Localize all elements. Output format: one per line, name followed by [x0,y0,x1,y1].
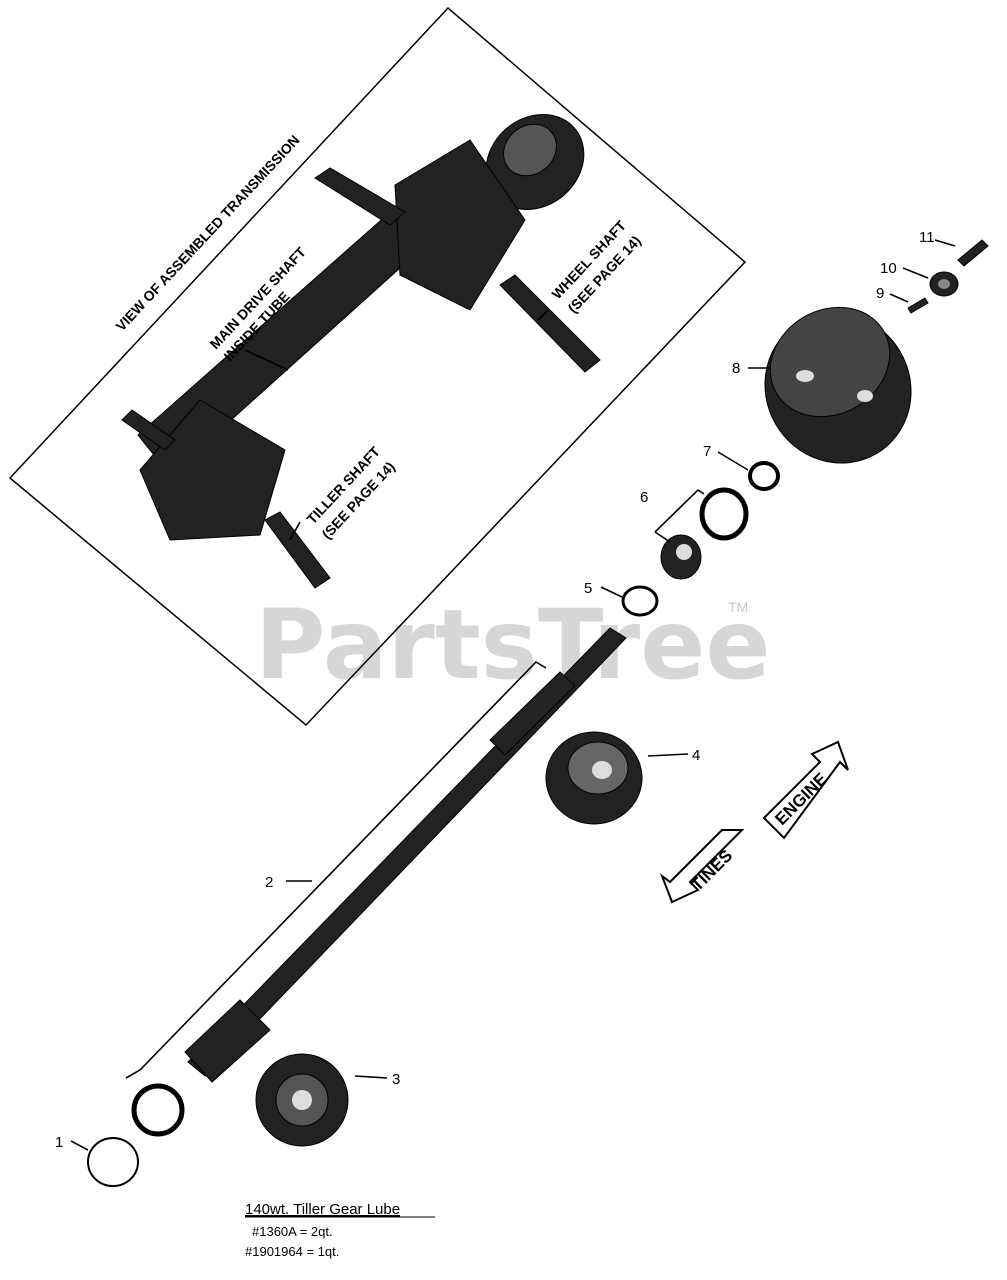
callout-6: 6 [640,489,648,506]
part-3-gear [255,1053,349,1147]
callout-7: 7 [703,443,711,460]
part-8-drum [764,306,912,464]
callout-10: 10 [880,260,897,277]
watermark: PartsTree [255,589,770,701]
lube-line-2: #1901964 = 1qt. [245,1244,339,1259]
part-10-nut [929,271,959,297]
part-11-screw [957,239,989,267]
part-6-bearing [660,487,749,580]
engine-label: ENGINE [771,769,831,829]
part-9-key [907,297,929,314]
callout-2: 2 [265,874,273,891]
part-7-washer [748,461,780,491]
part-2-main-shaft [184,627,627,1083]
lube-note: 140wt. Tiller Gear Lube #1360A = 2qt. #1… [245,1201,435,1259]
lube-line-1: #1360A = 2qt. [252,1224,333,1239]
callout-5: 5 [584,580,592,597]
tines-arrow: TINES [659,829,745,904]
lube-title: 140wt. Tiller Gear Lube [245,1201,400,1218]
callout-8: 8 [732,360,740,377]
watermark-tm: TM [728,599,748,615]
callout-11: 11 [919,229,935,246]
part-1-ring [87,1083,185,1187]
callout-4: 4 [692,747,700,764]
part-5-washer [621,585,659,617]
callout-9: 9 [876,285,884,302]
callout-3: 3 [392,1071,400,1088]
part-4-gear [545,731,643,825]
callout-1: 1 [55,1134,63,1151]
engine-arrow: ENGINE [762,740,849,840]
